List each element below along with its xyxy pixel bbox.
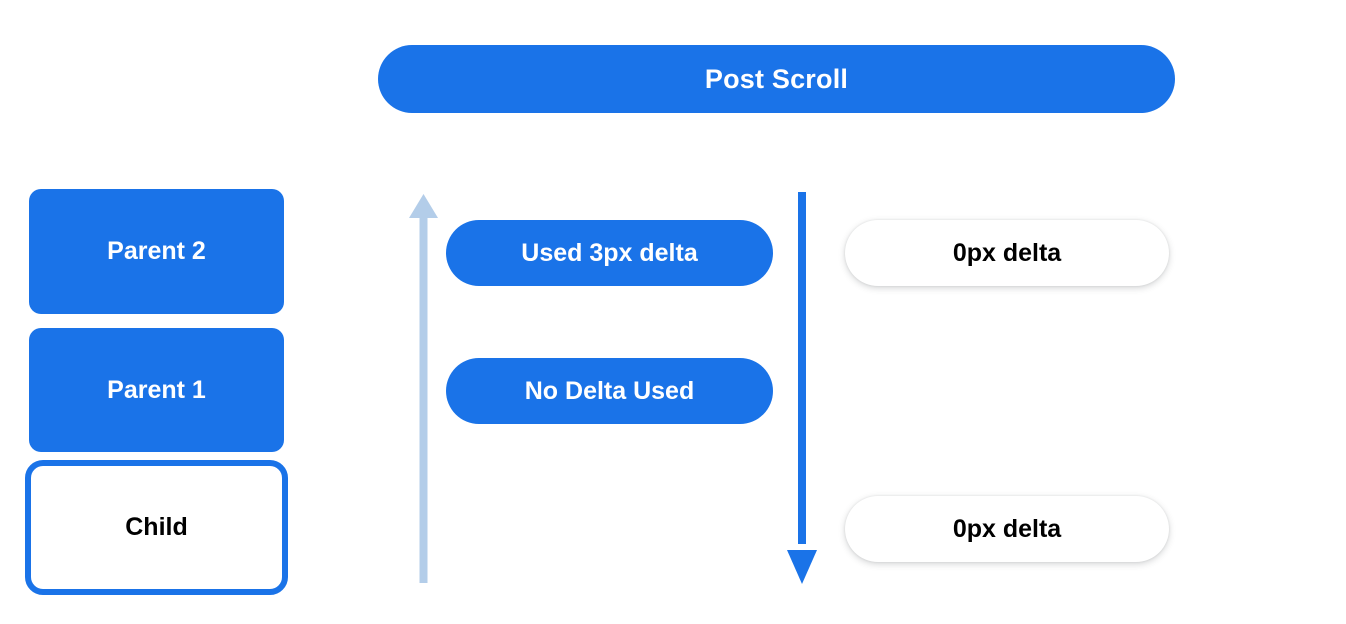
scroll-down-arrow-icon (787, 192, 817, 584)
pill-zero-delta-bottom-label: 0px delta (952, 514, 1062, 543)
pill-used-3px-delta-label: Used 3px delta (521, 238, 698, 267)
header-title: Post Scroll (704, 63, 849, 94)
stack-box-child: Child (25, 460, 288, 595)
stack-box-parent-1: Parent 1 (29, 328, 284, 452)
pill-no-delta-used-label: No Delta Used (524, 376, 695, 405)
stack-box-parent-2: Parent 2 (29, 189, 284, 314)
pill-used-3px-delta: Used 3px delta (446, 220, 773, 286)
pill-no-delta-used: No Delta Used (446, 358, 773, 424)
header-pill-post-scroll: Post Scroll (378, 45, 1175, 113)
stack-box-parent-2-label: Parent 2 (107, 237, 206, 265)
pill-zero-delta-top-label: 0px delta (952, 238, 1062, 267)
pill-zero-delta-bottom: 0px delta (845, 496, 1169, 562)
scroll-up-arrow-icon (409, 194, 438, 583)
stack-box-child-label: Child (125, 513, 188, 541)
pill-zero-delta-top: 0px delta (845, 220, 1169, 286)
stack-box-parent-1-label: Parent 1 (107, 375, 206, 404)
